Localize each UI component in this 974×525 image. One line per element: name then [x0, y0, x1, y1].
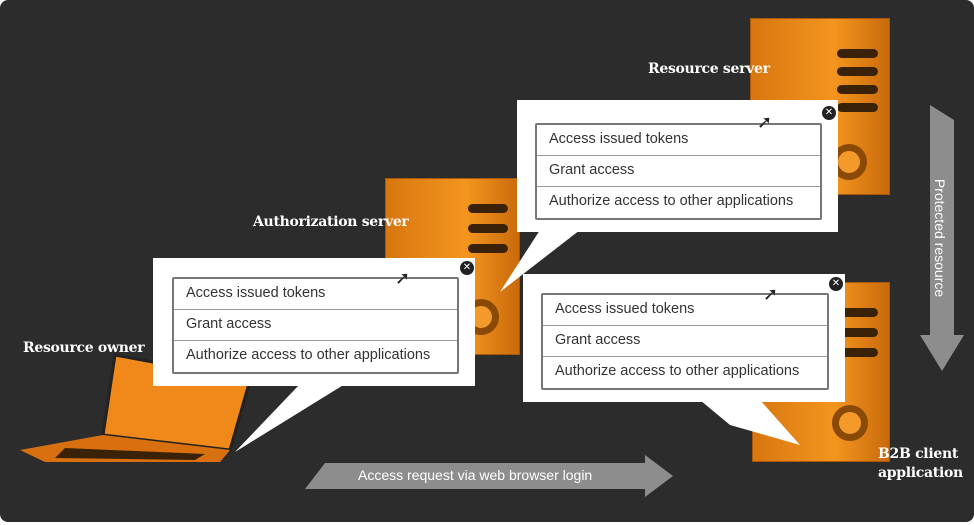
- option-grant-access[interactable]: Grant access: [543, 326, 827, 357]
- authorization-server-label: Authorization server: [253, 214, 409, 230]
- option-authorize-access[interactable]: Authorize access to other applications: [555, 363, 800, 379]
- option-access-issued-tokens[interactable]: Access issued tokens: [543, 295, 827, 326]
- mouse-cursor-icon: ➚: [395, 268, 411, 289]
- option-authorize-access[interactable]: Authorize access to other applications: [549, 193, 794, 209]
- b2b-client-label: B2B client application: [878, 446, 963, 481]
- options-list: Access issued tokens Grant access Author…: [535, 123, 822, 220]
- options-list: Access issued tokens Grant access Author…: [541, 293, 829, 390]
- option-grant-access[interactable]: Grant access: [537, 156, 820, 187]
- resource-server-label: Resource server: [648, 61, 770, 77]
- options-list: Access issued tokens Grant access Author…: [172, 277, 459, 374]
- resource-server-popup: Access issued tokens Grant access Author…: [517, 100, 838, 232]
- option-authorize-access[interactable]: Authorize access to other applications: [186, 347, 431, 363]
- close-icon[interactable]: ✕: [460, 261, 474, 275]
- option-access-issued-tokens[interactable]: Access issued tokens: [174, 279, 457, 310]
- mouse-cursor-icon: ➚: [757, 112, 773, 133]
- protected-resource-arrow: [920, 105, 964, 371]
- b2b-client-popup: Access issued tokens Grant access Author…: [523, 274, 845, 402]
- access-request-label: Access request via web browser login: [358, 467, 593, 483]
- option-grant-access[interactable]: Grant access: [174, 310, 457, 341]
- mouse-cursor-icon: ➚: [763, 284, 779, 305]
- resource-owner-label: Resource owner: [23, 340, 145, 356]
- close-icon[interactable]: ✕: [822, 106, 836, 120]
- option-access-issued-tokens[interactable]: Access issued tokens: [537, 125, 820, 156]
- close-icon[interactable]: ✕: [829, 277, 843, 291]
- access-request-arrow: [305, 455, 673, 497]
- authorization-server-popup: Access issued tokens Grant access Author…: [153, 258, 475, 386]
